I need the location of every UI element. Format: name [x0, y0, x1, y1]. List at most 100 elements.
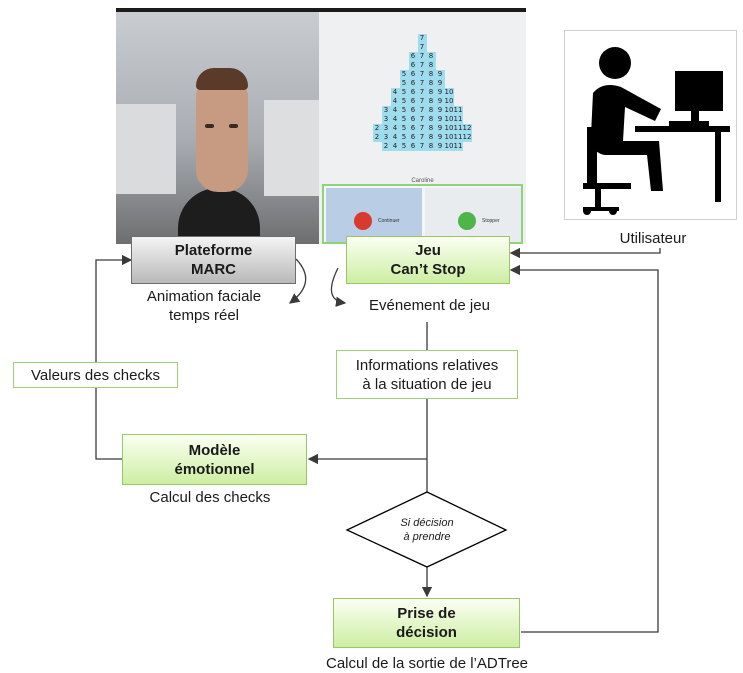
board-cell: 9 — [435, 88, 445, 97]
board-cell: 4 — [390, 88, 400, 97]
game-event-label: Evénement de jeu — [369, 297, 490, 314]
board-cell: 4 — [390, 142, 400, 151]
board-cell: 5 — [399, 115, 409, 124]
board-cell: 5 — [399, 79, 409, 88]
player-name: Caroline — [411, 178, 434, 184]
board-cell: 9 — [435, 106, 445, 115]
board-cell: 4 — [390, 106, 400, 115]
continue-button-label: Continuer — [378, 218, 400, 224]
board-cell: 7 — [417, 97, 427, 106]
board-cell: 6 — [408, 61, 418, 70]
board-cell: 5 — [399, 70, 409, 79]
avatar-face — [196, 72, 248, 192]
board-cell: 10 — [444, 142, 454, 151]
board-cell: 7 — [417, 79, 427, 88]
board-cell: 7 — [417, 34, 427, 43]
board-cell: 6 — [408, 79, 418, 88]
user-illustration — [564, 30, 737, 220]
board-cell: 8 — [426, 97, 436, 106]
board-cell: 4 — [390, 115, 400, 124]
stop-button-label: Stopper — [482, 218, 500, 224]
avatar-pane — [116, 12, 319, 244]
board-cell: 5 — [399, 88, 409, 97]
board-cell: 6 — [408, 97, 418, 106]
board-cell: 8 — [426, 52, 436, 61]
adtree-output-label: Calcul de la sortie de l’ADTree — [325, 655, 529, 672]
board-cell: 4 — [390, 133, 400, 142]
game-node: Jeu Can’t Stop — [346, 236, 510, 284]
board-cell: 11 — [453, 115, 463, 124]
board-cell: 10 — [444, 115, 454, 124]
board-cell: 12 — [462, 124, 472, 133]
board-cell: 7 — [417, 133, 427, 142]
board-cell: 11 — [453, 133, 463, 142]
checks-computation-label: Calcul des checks — [149, 489, 271, 506]
board-cell: 7 — [417, 115, 427, 124]
board-cell: 7 — [417, 52, 427, 61]
board-cell: 6 — [408, 142, 418, 151]
board-cell: 10 — [444, 97, 454, 106]
board-cell: 6 — [408, 115, 418, 124]
board-cell: 11 — [453, 142, 463, 151]
continue-button[interactable]: Continuer — [326, 188, 422, 242]
board-cell: 6 — [408, 88, 418, 97]
stop-button[interactable]: Stopper — [425, 188, 521, 242]
board-cell: 10 — [444, 106, 454, 115]
board-cell: 5 — [399, 97, 409, 106]
facial-animation-label: Animation faciale temps réel — [146, 288, 262, 324]
board-cell: 7 — [417, 70, 427, 79]
board-cell: 7 — [417, 88, 427, 97]
board-cell: 6 — [408, 106, 418, 115]
board-cell: 12 — [462, 133, 472, 142]
hand-stop-icon — [354, 212, 372, 230]
board-cell: 8 — [426, 70, 436, 79]
board-cell: 9 — [435, 97, 445, 106]
board-cell: 3 — [381, 106, 391, 115]
board-cell: 8 — [426, 106, 436, 115]
board-cell: 8 — [426, 124, 436, 133]
game-situation-info-box: Informations relatives à la situation de… — [336, 350, 518, 399]
board-cell: 11 — [453, 106, 463, 115]
decision-condition-label: Si décision à prendre — [400, 517, 454, 543]
check-values-box: Valeurs des checks — [13, 362, 178, 388]
board-cell: 9 — [435, 115, 445, 124]
board-cell: 4 — [390, 124, 400, 133]
board-cell: 8 — [426, 142, 436, 151]
board-cell: 10 — [444, 88, 454, 97]
board-cell: 8 — [426, 88, 436, 97]
board-cell: 6 — [408, 70, 418, 79]
board-cell: 9 — [435, 70, 445, 79]
board-cell: 5 — [399, 142, 409, 151]
decision-diamond — [345, 491, 508, 568]
board-cell: 8 — [426, 133, 436, 142]
board-cell: 9 — [435, 79, 445, 88]
board-cell: 2 — [372, 133, 382, 142]
board-cell: 5 — [399, 133, 409, 142]
board-cell: 7 — [417, 106, 427, 115]
board-cell: 2 — [381, 142, 391, 151]
board-cell: 6 — [408, 124, 418, 133]
board-cell: 10 — [444, 124, 454, 133]
board-cell: 5 — [399, 124, 409, 133]
board-cell: 3 — [381, 133, 391, 142]
board-cell: 6 — [408, 52, 418, 61]
decision-making-node: Prise de décision — [333, 598, 520, 648]
board-cell: 11 — [453, 124, 463, 133]
marc-platform-node: Plateforme MARC — [131, 236, 296, 284]
board-cell: 3 — [381, 124, 391, 133]
board-cell: 9 — [435, 124, 445, 133]
avatar-shoulders — [178, 188, 260, 244]
board-cell: 9 — [435, 142, 445, 151]
board-cell: 8 — [426, 61, 436, 70]
person-at-computer-icon — [583, 47, 730, 215]
avatar-eye — [205, 124, 214, 128]
board-cell: 3 — [381, 115, 391, 124]
action-panel: Continuer Stopper — [322, 184, 523, 244]
background-building — [116, 104, 176, 194]
board-cell: 6 — [408, 133, 418, 142]
board-cell: 7 — [417, 142, 427, 151]
user-label: Utilisateur — [619, 230, 687, 247]
